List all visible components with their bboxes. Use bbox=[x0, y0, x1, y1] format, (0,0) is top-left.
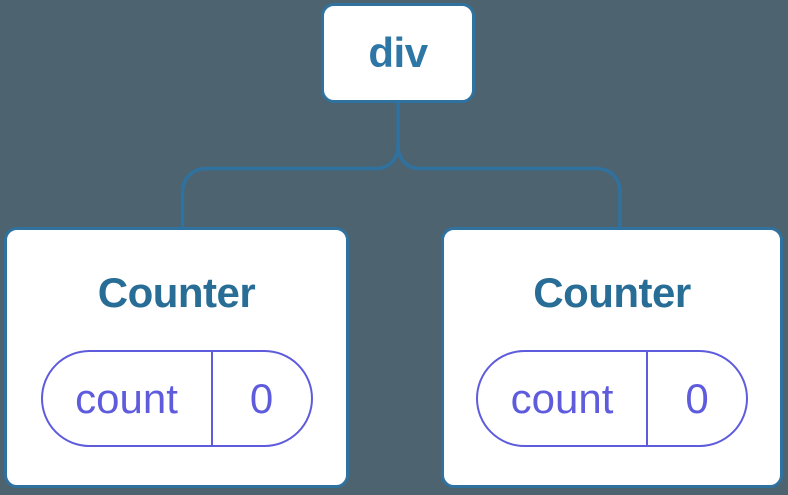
state-value: 0 bbox=[685, 374, 709, 422]
connector-branch-right bbox=[396, 145, 622, 230]
state-key: count bbox=[478, 352, 648, 446]
counter-card-right: Counter count 0 bbox=[441, 227, 783, 488]
counter-title: Counter bbox=[97, 269, 256, 316]
state-pill: count 0 bbox=[476, 350, 748, 448]
state-key: count bbox=[43, 352, 213, 446]
state-pill: count 0 bbox=[40, 350, 313, 448]
root-node-label: div bbox=[368, 29, 428, 76]
connector-branch-left bbox=[180, 145, 400, 230]
counter-card-left: Counter count 0 bbox=[4, 227, 349, 488]
counter-title: Counter bbox=[533, 269, 691, 316]
root-node-div: div bbox=[321, 3, 475, 103]
state-value: 0 bbox=[249, 374, 274, 422]
